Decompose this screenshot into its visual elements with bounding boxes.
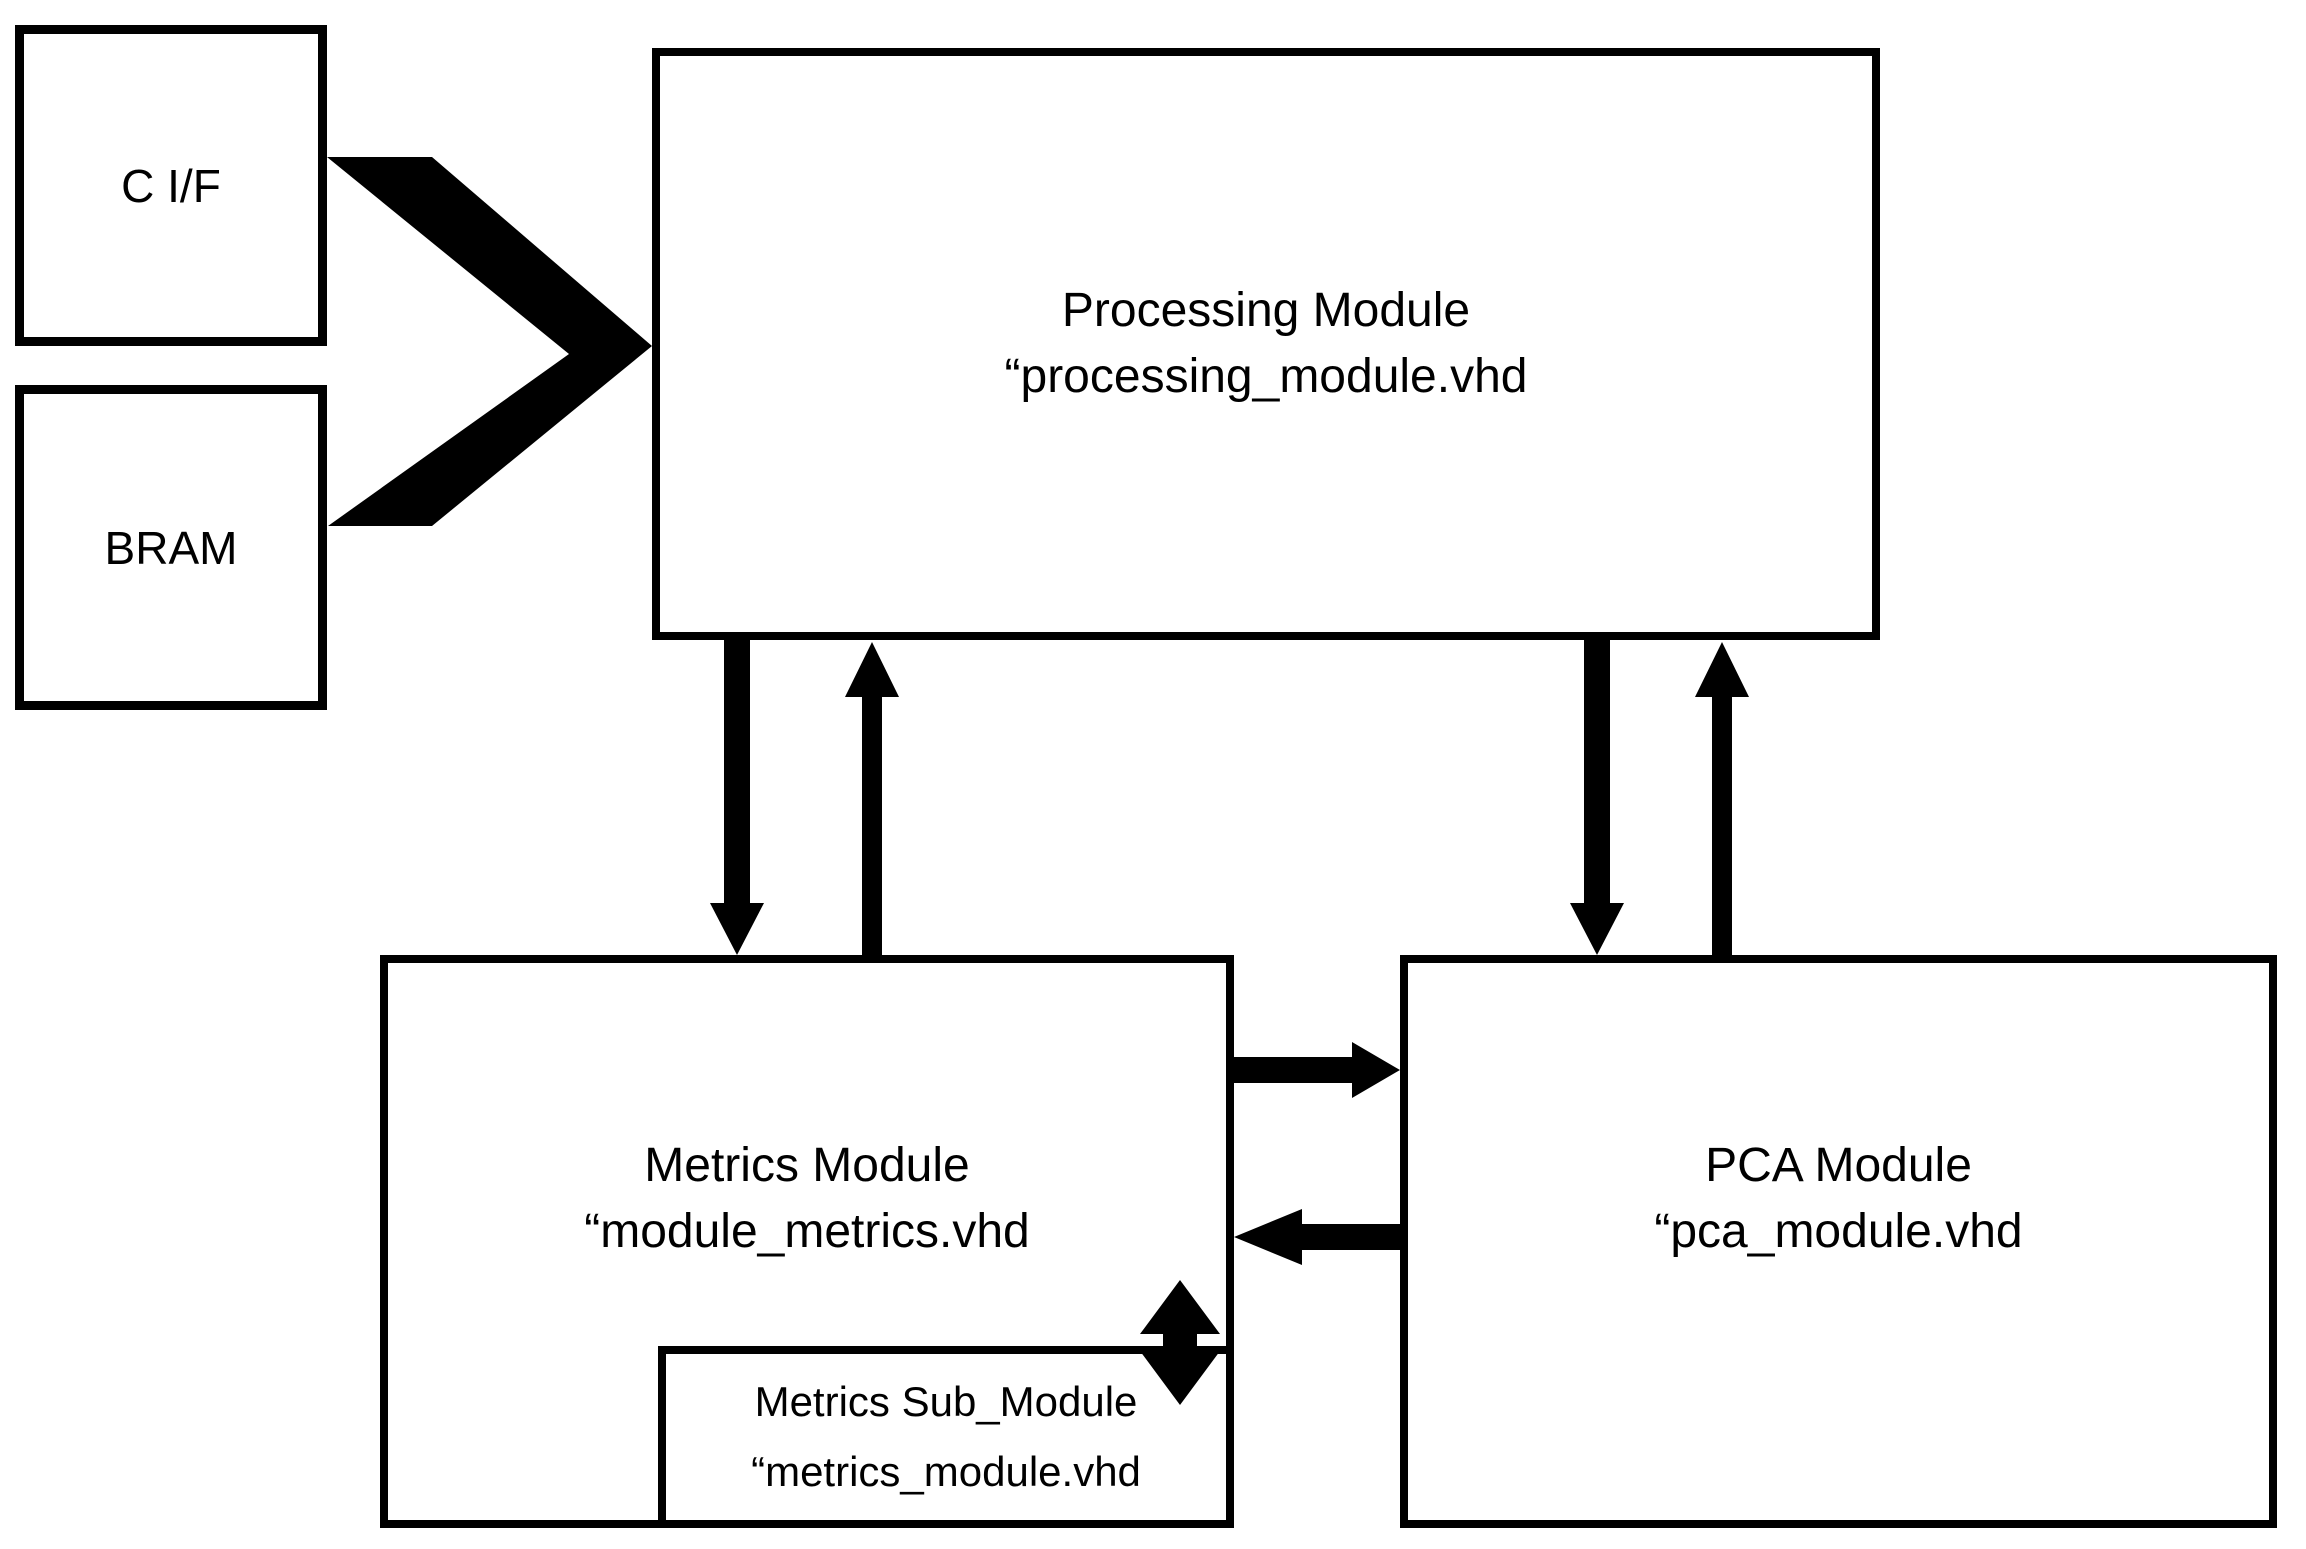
bram-block: BRAM xyxy=(15,385,327,710)
arrow-pca-to-processing xyxy=(1695,642,1749,955)
cif-block: C I/F xyxy=(15,25,327,346)
bram-label: BRAM xyxy=(104,521,238,574)
metrics-sub-module-block: Metrics Sub_Module “metrics_module.vhd xyxy=(658,1346,1234,1528)
processing-module-block: Processing Module “processing_module.vhd xyxy=(652,48,1880,640)
processing-module-filename: “processing_module.vhd xyxy=(1004,350,1528,403)
metrics-sub-module-title: Metrics Sub_Module xyxy=(754,1378,1138,1425)
processing-module-title: Processing Module xyxy=(1061,284,1471,337)
arrow-processing-to-pca xyxy=(1570,640,1624,955)
arrow-metrics-to-pca xyxy=(1234,1042,1400,1098)
arrow-metrics-to-processing xyxy=(845,642,899,955)
chevron-input-arrow xyxy=(327,157,652,526)
metrics-module-title: Metrics Module xyxy=(644,1138,970,1192)
pca-module-block: PCA Module “pca_module.vhd xyxy=(1400,955,2277,1528)
metrics-module-filename: “module_metrics.vhd xyxy=(584,1204,1030,1258)
arrow-pca-to-metrics xyxy=(1234,1209,1400,1265)
metrics-sub-module-filename: “metrics_module.vhd xyxy=(751,1448,1141,1495)
cif-label: C I/F xyxy=(121,159,221,212)
arrow-processing-to-metrics xyxy=(710,640,764,955)
pca-module-filename: “pca_module.vhd xyxy=(1654,1204,2023,1258)
pca-module-title: PCA Module xyxy=(1705,1138,1972,1192)
